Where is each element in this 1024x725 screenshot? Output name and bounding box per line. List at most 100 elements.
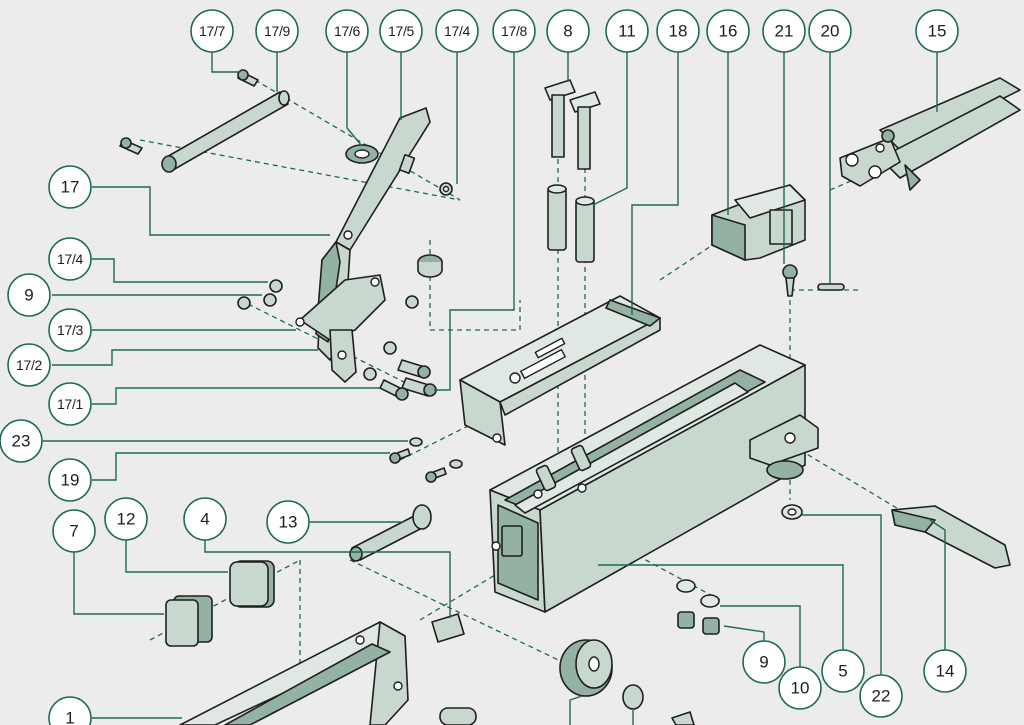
callout-17-3: 17/3 bbox=[48, 308, 92, 352]
callout-12: 12 bbox=[104, 497, 148, 541]
callout-17-2: 17/2 bbox=[7, 343, 51, 387]
part-nuts-17-4 bbox=[237, 279, 419, 381]
axis-part-16 bbox=[659, 239, 721, 281]
svg-text:23: 23 bbox=[12, 432, 31, 451]
callout-17-1: 17/1 bbox=[48, 382, 92, 426]
part-sleeves-11 bbox=[547, 184, 595, 263]
svg-text:17/6: 17/6 bbox=[334, 23, 361, 39]
callout-23: 23 bbox=[0, 419, 43, 463]
part-washer-23 bbox=[409, 437, 423, 447]
svg-text:11: 11 bbox=[618, 22, 636, 41]
callout-22: 22 bbox=[859, 674, 903, 718]
svg-text:17/4: 17/4 bbox=[444, 23, 471, 39]
svg-text:1: 1 bbox=[65, 709, 74, 725]
part-lever-17 bbox=[295, 107, 431, 383]
callout-17-4-top: 17/4 bbox=[435, 9, 479, 53]
part-cover-18 bbox=[459, 295, 661, 446]
svg-text:18: 18 bbox=[669, 22, 688, 41]
part-housing-5 bbox=[489, 344, 819, 613]
svg-text:12: 12 bbox=[117, 510, 136, 529]
svg-text:5: 5 bbox=[838, 662, 847, 681]
callout-13: 13 bbox=[266, 500, 310, 544]
part-pin-20 bbox=[817, 283, 845, 291]
svg-text:16: 16 bbox=[719, 22, 738, 41]
svg-text:4: 4 bbox=[200, 510, 209, 529]
part-bracket-16 bbox=[711, 184, 806, 261]
part-screw-small bbox=[425, 459, 463, 483]
part-screw-21 bbox=[782, 264, 798, 297]
part-washers-10 bbox=[676, 579, 720, 608]
part-cap-17-8 bbox=[417, 254, 443, 278]
part-roller bbox=[559, 639, 613, 697]
svg-text:10: 10 bbox=[791, 679, 810, 698]
svg-text:22: 22 bbox=[872, 687, 891, 706]
svg-text:17: 17 bbox=[61, 178, 80, 197]
svg-text:13: 13 bbox=[279, 513, 298, 532]
callout-18: 18 bbox=[656, 9, 700, 53]
callout-17-6: 17/6 bbox=[325, 9, 369, 53]
callout-17-7: 17/7 bbox=[190, 9, 234, 53]
callout-1: 1 bbox=[48, 696, 92, 725]
callout-bubbles: 17/7 17/9 17/6 17/5 17/4 17/8 8 11 18 16… bbox=[0, 9, 967, 725]
callout-9-right: 9 bbox=[742, 640, 786, 684]
svg-text:21: 21 bbox=[775, 22, 794, 41]
callout-5: 5 bbox=[821, 649, 865, 693]
part-cap-7 bbox=[165, 595, 213, 647]
part-screw-17-7 bbox=[237, 69, 259, 87]
callout-11: 11 bbox=[605, 9, 649, 53]
callout-20: 20 bbox=[808, 9, 852, 53]
callout-8: 8 bbox=[546, 9, 590, 53]
callout-7: 7 bbox=[52, 509, 96, 553]
axis-handle-14 bbox=[799, 449, 901, 511]
svg-text:17/7: 17/7 bbox=[199, 23, 226, 39]
part-pins-8 bbox=[544, 79, 601, 170]
callout-17-8: 17/8 bbox=[492, 9, 536, 53]
axis-roller bbox=[349, 559, 601, 681]
callout-4: 4 bbox=[183, 497, 227, 541]
part-pin-17-9 bbox=[161, 90, 290, 173]
svg-text:17/2: 17/2 bbox=[16, 357, 43, 373]
axis-cap-bend bbox=[430, 300, 521, 331]
svg-text:17/5: 17/5 bbox=[388, 23, 415, 39]
part-screws-17-1 bbox=[379, 359, 437, 401]
svg-text:17/4: 17/4 bbox=[57, 251, 84, 267]
svg-text:9: 9 bbox=[24, 286, 33, 305]
callout-21: 21 bbox=[762, 9, 806, 53]
svg-text:20: 20 bbox=[821, 22, 840, 41]
part-screw-19 bbox=[389, 448, 411, 464]
svg-text:8: 8 bbox=[563, 22, 572, 41]
callout-17: 17 bbox=[48, 165, 92, 209]
part-cap-12 bbox=[229, 560, 275, 608]
part-handle-14 bbox=[891, 505, 1011, 569]
part-spacer bbox=[622, 684, 644, 710]
svg-text:17/3: 17/3 bbox=[57, 322, 84, 338]
callout-17-9: 17/9 bbox=[255, 9, 299, 53]
callout-9-left: 9 bbox=[7, 273, 51, 317]
part-clip-lower bbox=[671, 711, 695, 725]
part-nut-17-4-top bbox=[439, 182, 453, 196]
svg-text:17/8: 17/8 bbox=[501, 23, 528, 39]
part-washer-22 bbox=[781, 504, 803, 520]
callout-10: 10 bbox=[778, 666, 822, 710]
svg-text:15: 15 bbox=[928, 22, 947, 41]
svg-text:14: 14 bbox=[936, 662, 955, 681]
part-ring-17-6 bbox=[345, 144, 379, 164]
callout-16: 16 bbox=[706, 9, 750, 53]
svg-text:17/9: 17/9 bbox=[264, 23, 291, 39]
svg-text:19: 19 bbox=[61, 471, 80, 490]
part-grip-15 bbox=[839, 77, 1021, 191]
svg-text:7: 7 bbox=[69, 522, 78, 541]
axis-block-4 bbox=[419, 559, 521, 621]
part-bolt-13 bbox=[349, 504, 432, 562]
callout-19: 19 bbox=[48, 458, 92, 502]
callout-15: 15 bbox=[915, 9, 959, 53]
svg-text:17/1: 17/1 bbox=[57, 396, 84, 412]
svg-text:9: 9 bbox=[759, 653, 768, 672]
part-inserts-9 bbox=[677, 611, 720, 635]
leader-lines bbox=[42, 52, 946, 725]
part-pin-lower bbox=[439, 707, 477, 725]
callout-14: 14 bbox=[923, 649, 967, 693]
part-screw-left bbox=[119, 137, 143, 155]
